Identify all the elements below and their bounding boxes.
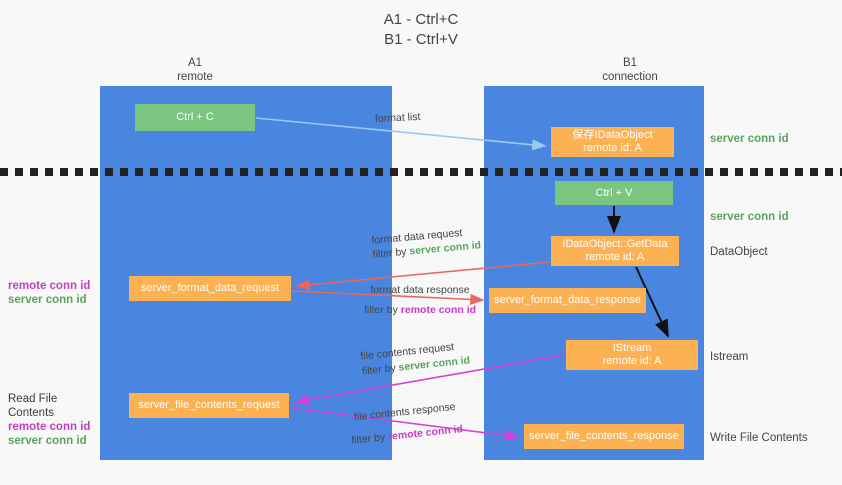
box-ctrl-c[interactable]: Ctrl + C: [135, 104, 255, 131]
box-getdata-line1: IDataObject::GetData: [562, 238, 668, 250]
box-istream[interactable]: IStream remote id: A: [566, 340, 698, 370]
label-server-conn-id-left-bottom: server conn id: [8, 435, 87, 447]
box-server-format-data-response[interactable]: server_format_data_response: [489, 288, 646, 313]
box-idataobject-getdata[interactable]: IDataObject::GetData remote id: A: [551, 236, 679, 266]
annotation-format-data-response: format data response filter by remote co…: [364, 283, 476, 318]
filter-prefix: filter by: [350, 430, 389, 447]
box-getdata-line2: remote id: A: [585, 251, 645, 263]
annotation-file-contents-response-filter: filter by remote conn id: [351, 422, 464, 449]
label-write-file-contents: Write File Contents: [710, 432, 808, 444]
column-a1-sub: remote: [177, 71, 213, 83]
filter-prefix: filter by: [364, 304, 401, 316]
column-b1-name: B1: [622, 57, 638, 69]
box-istream-line1: IStream: [612, 342, 652, 354]
column-header-b1: B1 connection: [555, 56, 705, 84]
label-istream: Istream: [710, 351, 749, 363]
column-header-a1: A1 remote: [120, 56, 270, 84]
column-a1-name: A1: [187, 57, 203, 69]
label-remote-conn-id-mid: remote conn id: [8, 280, 91, 292]
box-save-idataobject-line2: remote id: A: [583, 142, 642, 154]
annotation-format-list: format list: [375, 110, 421, 127]
box-server-file-contents-response[interactable]: server_file_contents_response: [524, 424, 684, 449]
box-server-file-contents-request-label: server_file_contents_request: [138, 399, 280, 411]
title-line-2: B1 - Ctrl+V: [384, 31, 458, 48]
box-server-format-data-request[interactable]: server_format_data_request: [129, 276, 291, 301]
label-group-read-file-contents: Read File Contents remote conn id server…: [8, 392, 100, 448]
box-ctrl-v[interactable]: Ctrl + V: [555, 181, 673, 205]
label-group-conn-ids-mid: remote conn id server conn id: [8, 279, 100, 307]
label-server-conn-id-mid: server conn id: [710, 211, 789, 223]
box-ctrl-c-label: Ctrl + C: [176, 111, 214, 123]
label-read-file-contents: Read File Contents: [8, 393, 58, 419]
title-line-1: A1 - Ctrl+C: [383, 11, 459, 28]
label-server-conn-id-top: server conn id: [710, 133, 789, 145]
label-dataobject: DataObject: [710, 246, 768, 258]
annotation-format-data-response-filter: filter by remote conn id: [364, 303, 476, 318]
box-ctrl-v-label: Ctrl + V: [595, 186, 633, 199]
filter-prefix: filter by: [361, 361, 400, 378]
label-server-conn-id-left-mid: server conn id: [8, 294, 87, 306]
box-save-idataobject-line1: 保存IDataObject: [572, 129, 653, 141]
filter-value-remote-conn-id: remote conn id: [387, 423, 464, 443]
box-server-file-contents-request[interactable]: server_file_contents_request: [129, 393, 289, 418]
box-server-format-data-response-label: server_format_data_response: [494, 294, 641, 306]
box-save-idataobject[interactable]: 保存IDataObject remote id: A: [551, 127, 674, 157]
page-title: A1 - Ctrl+C B1 - Ctrl+V: [0, 10, 842, 50]
box-server-format-data-request-label: server_format_data_request: [140, 282, 280, 294]
filter-prefix: filter by: [372, 245, 410, 261]
box-istream-line2: remote id: A: [602, 355, 662, 367]
filter-value-remote-conn-id: remote conn id: [400, 304, 477, 316]
column-b1-sub: connection: [602, 71, 658, 83]
annotation-format-list-text: format list: [374, 110, 421, 126]
box-server-file-contents-response-label: server_file_contents_response: [529, 430, 679, 442]
annotation-format-data-response-text: format data response: [370, 284, 470, 296]
dashed-divider: [0, 168, 842, 176]
label-remote-conn-id-bottom: remote conn id: [8, 421, 91, 433]
